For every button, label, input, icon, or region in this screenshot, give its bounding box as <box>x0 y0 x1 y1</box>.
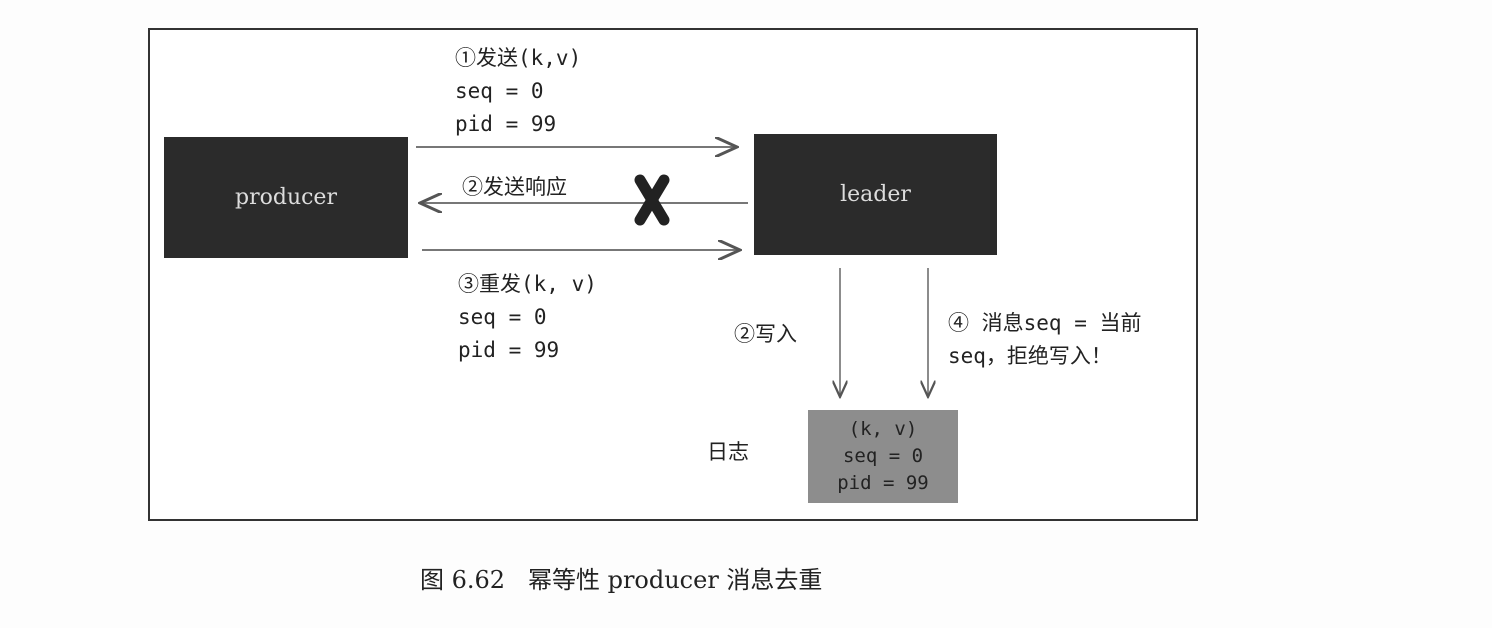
resend-seq: seq = 0 <box>458 305 547 329</box>
resend-label: ③重发(k, v) seq = 0 pid = 99 <box>458 268 597 367</box>
leader-node: leader <box>754 134 997 255</box>
reject-line1: ④ 消息seq = 当前 <box>948 311 1142 335</box>
diagram-frame <box>148 28 1198 521</box>
producer-label: producer <box>235 185 337 210</box>
log-label: 日志 <box>707 440 749 464</box>
producer-node: producer <box>164 137 408 258</box>
write-label: ②写入 <box>734 322 797 346</box>
log-entry: (k, v) seq = 0 pid = 99 <box>808 410 958 503</box>
send-title: ①发送(k,v) <box>455 46 582 70</box>
resend-title: ③重发(k, v) <box>458 272 597 296</box>
figure-caption: 图 6.62 幂等性 producer 消息去重 <box>420 566 823 594</box>
response-label: ②发送响应 <box>462 175 567 199</box>
reject-line2: seq，拒绝写入！ <box>948 344 1112 368</box>
resend-pid: pid = 99 <box>458 338 560 362</box>
reject-label: ④ 消息seq = 当前 seq，拒绝写入！ <box>948 307 1142 373</box>
send-label: ①发送(k,v) seq = 0 pid = 99 <box>455 42 581 141</box>
log-seq: seq = 0 <box>842 445 924 467</box>
send-pid: pid = 99 <box>455 112 557 136</box>
log-pid: pid = 99 <box>837 472 929 494</box>
send-seq: seq = 0 <box>455 79 544 103</box>
cross-icon <box>634 174 670 226</box>
log-kv: (k, v) <box>848 418 918 440</box>
leader-label: leader <box>840 182 911 207</box>
